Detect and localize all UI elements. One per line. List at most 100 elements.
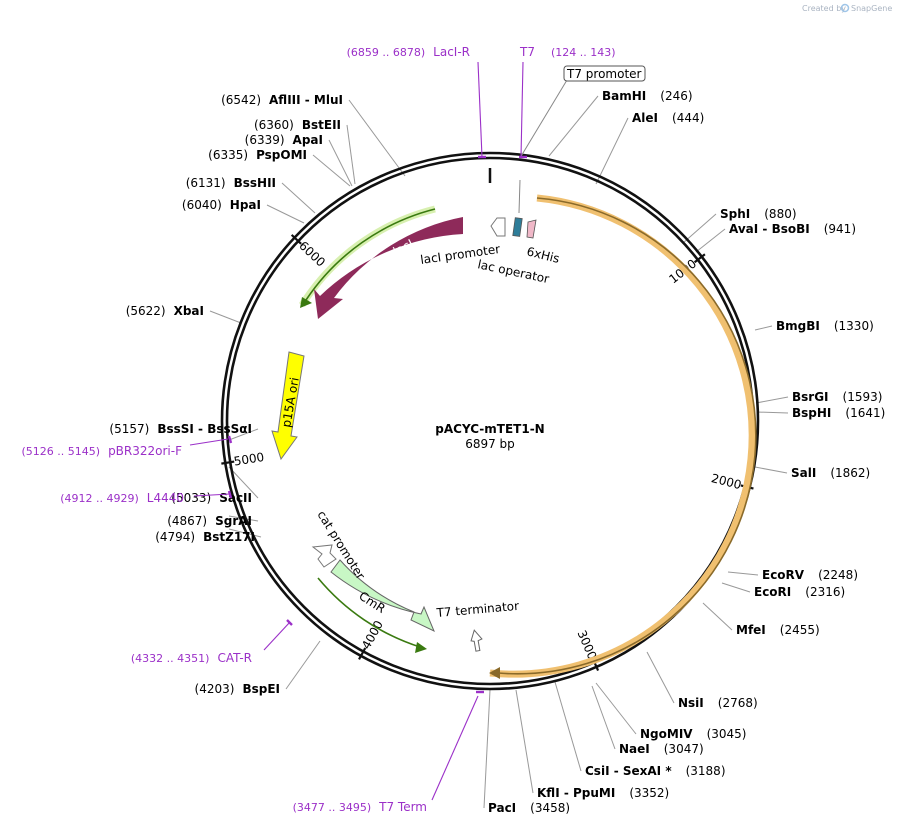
site-label: (5157)BssSI - BssSαI <box>109 422 252 436</box>
site-position: (941) <box>824 222 856 236</box>
primer-range: (6859 .. 6878) <box>347 46 426 59</box>
primer-binding-mark <box>286 619 293 626</box>
site-name: BspHI <box>792 406 831 420</box>
restriction-site[interactable]: SalI(1862) <box>791 466 870 480</box>
site-label: SphI(880) <box>720 207 797 221</box>
site-label: (6040)HpaI <box>182 198 261 212</box>
plasmid-name: pACYC-mTET1-N <box>435 422 544 436</box>
restriction-site[interactable]: (6339)ApaI <box>245 133 323 147</box>
site-leader-line <box>348 99 406 177</box>
restriction-site[interactable]: EcoRV(2248) <box>762 568 858 582</box>
restriction-site[interactable]: AleI(444) <box>632 111 704 125</box>
site-leader-line <box>515 689 534 794</box>
p15a-ori-arrow <box>271 351 305 461</box>
restriction-site[interactable]: (6040)HpaI <box>182 198 261 212</box>
restriction-site[interactable]: BmgBI(1330) <box>776 319 874 333</box>
tick-mark <box>221 460 235 465</box>
primer-label: (6859 .. 6878)LacI-R <box>347 45 470 59</box>
site-label: AleI(444) <box>632 111 704 125</box>
site-leader-line <box>554 681 582 772</box>
restriction-site[interactable]: (4794)BstZ17I <box>155 530 255 544</box>
laci-promoter-arrow[interactable] <box>490 217 506 237</box>
restriction-site[interactable]: (6335)PspOMI <box>208 148 307 162</box>
restriction-site[interactable]: CsiI - SexAI *(3188) <box>585 764 726 778</box>
insert-highlight <box>489 194 756 678</box>
site-leader-line <box>209 310 242 324</box>
restriction-site[interactable]: (5157)BssSI - BssSαI <box>109 422 252 436</box>
his-tag-arrow[interactable] <box>526 219 537 239</box>
primer[interactable]: (4332 .. 4351)CAT-R <box>131 619 293 665</box>
restriction-site[interactable]: PacI(3458) <box>488 801 570 815</box>
site-name: NgoMIV <box>640 727 693 741</box>
primer-leader <box>193 493 231 497</box>
site-label: (6339)ApaI <box>245 133 323 147</box>
restriction-site[interactable]: (5622)XbaI <box>126 304 204 318</box>
primer[interactable]: (5126 .. 5145)pBR322ori-F <box>22 435 233 458</box>
his-tag-label: 6xHis <box>525 244 561 266</box>
insert-arrow <box>497 197 757 675</box>
t7-terminator-icon <box>470 629 483 652</box>
site-label: MfeI(2455) <box>736 623 820 637</box>
site-leader-line <box>595 682 637 735</box>
primer-name: T7 Term <box>378 800 427 814</box>
restriction-site[interactable]: (6360)BstEII <box>254 118 341 132</box>
site-position: (880) <box>764 207 796 221</box>
site-name: AflIII - MluI <box>269 93 343 107</box>
restriction-site[interactable]: KflI - PpuMI(3352) <box>537 786 669 800</box>
site-label: BsrGI(1593) <box>792 390 882 404</box>
t7-terminator-feature[interactable]: T7 terminator <box>435 599 520 652</box>
p15a-ori-feature[interactable]: p15A ori <box>271 351 305 461</box>
site-name: NsiI <box>678 696 704 710</box>
laci-highlight <box>299 205 436 308</box>
restriction-site[interactable]: (6542)AflIII - MluI <box>221 93 343 107</box>
site-position: (3458) <box>530 801 570 815</box>
site-label: (6131)BssHII <box>186 176 276 190</box>
snapgene-logo-icon <box>840 3 850 13</box>
site-name: BssHII <box>234 176 276 190</box>
cmr-arrow[interactable] <box>330 559 435 633</box>
insert-arrowhead <box>489 667 500 679</box>
restriction-site[interactable]: (4203)BspEI <box>195 682 280 696</box>
restriction-site[interactable]: (4867)SgrAI <box>167 514 252 528</box>
primer[interactable]: (6859 .. 6878)LacI-R <box>347 45 486 159</box>
insert-feature[interactable] <box>489 194 757 679</box>
cat-promoter-arrow[interactable] <box>311 544 337 568</box>
restriction-site[interactable]: NaeI(3047) <box>619 742 704 756</box>
site-position: (6335) <box>208 148 248 162</box>
restriction-site[interactable]: EcoRI(2316) <box>754 585 845 599</box>
site-leader-line <box>702 602 733 631</box>
site-label: EcoRV(2248) <box>762 568 858 582</box>
site-position: (6360) <box>254 118 294 132</box>
lac-operator-box[interactable] <box>512 217 523 237</box>
restriction-site[interactable]: NgoMIV (3045) <box>640 727 746 741</box>
restriction-site[interactable]: BsrGI(1593) <box>792 390 882 404</box>
restriction-site[interactable]: BspHI(1641) <box>792 406 885 420</box>
restriction-site[interactable]: MfeI(2455) <box>736 623 820 637</box>
restriction-site[interactable]: AvaI - BsoBI(941) <box>729 222 856 236</box>
site-position: (246) <box>660 89 692 103</box>
site-position: (6339) <box>245 133 285 147</box>
site-position: (3045) <box>707 727 747 741</box>
site-name: EcoRV <box>762 568 805 582</box>
tick-label: 5000 <box>233 450 265 469</box>
t7-promoter-leader <box>518 179 521 214</box>
site-leader-line <box>754 466 788 474</box>
site-leader-line <box>756 411 789 414</box>
primer-name: pBR322ori-F <box>108 444 182 458</box>
restriction-site[interactable]: NsiI(2768) <box>678 696 758 710</box>
restriction-site[interactable]: (6131)BssHII <box>186 176 276 190</box>
restriction-site[interactable]: BamHI(246) <box>602 89 693 103</box>
primer-label: T7(124 .. 143) <box>519 45 616 59</box>
primer[interactable]: T7(124 .. 143) <box>519 45 616 159</box>
site-label: SalI(1862) <box>791 466 870 480</box>
primer-name: CAT-R <box>217 651 252 665</box>
primer-leader <box>477 61 483 158</box>
laci-feature[interactable]: lacI <box>314 217 463 319</box>
primer[interactable]: (4912 .. 4929)L4440 <box>60 490 233 505</box>
t7-promoter-callout[interactable]: T7 promoter <box>518 65 646 214</box>
primer-name: T7 <box>519 45 535 59</box>
primer[interactable]: (3477 .. 3495)T7 Term <box>293 690 484 814</box>
restriction-site[interactable]: SphI(880) <box>720 207 797 221</box>
site-leader-line <box>328 139 353 187</box>
